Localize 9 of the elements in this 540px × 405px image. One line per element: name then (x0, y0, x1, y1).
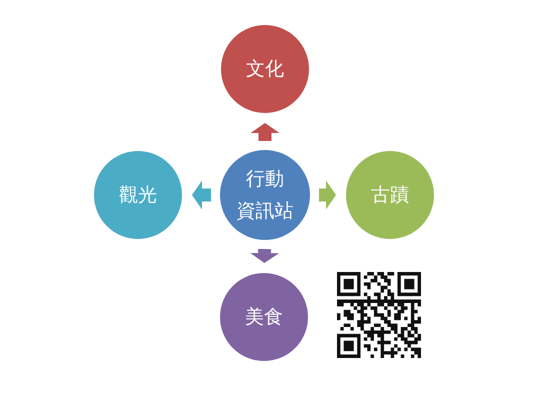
circle-label: 文化 (244, 57, 285, 82)
circle-label: 觀光 (118, 183, 158, 208)
block-arrow (250, 248, 280, 264)
block-arrow (250, 123, 280, 141)
circle-label: 古蹟 (370, 183, 410, 208)
block-arrow (319, 180, 336, 210)
circle-label: 美食 (244, 305, 284, 330)
circle-label: 行動資訊站 (236, 167, 294, 224)
block-arrow (192, 180, 211, 210)
